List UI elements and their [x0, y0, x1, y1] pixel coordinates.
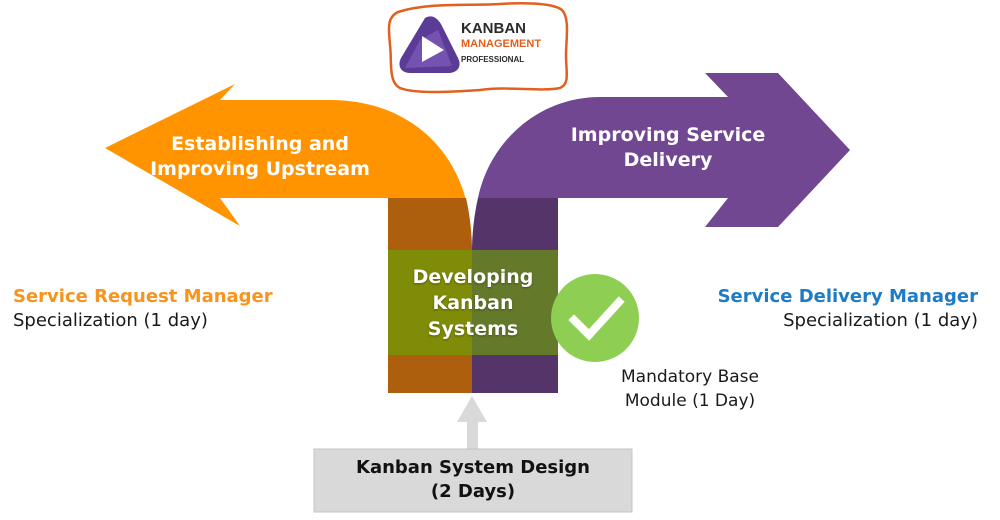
- foundation-line-2: (2 Days): [430, 481, 516, 502]
- center-right-top: [472, 198, 558, 250]
- base-module-line-1: Mandatory Base: [621, 367, 759, 387]
- left-role-subtitle: Specialization (1 day): [13, 310, 208, 331]
- up-arrow-icon: [457, 396, 487, 450]
- right-arrow-line-1: Improving Service: [570, 124, 766, 146]
- center-left-top: [388, 198, 472, 250]
- logo-text-professional: PROFESSIONAL: [461, 55, 525, 64]
- left-arrow-label: Establishing and Improving Upstream: [140, 132, 380, 182]
- left-role: Service Request Manager Specialization (…: [13, 285, 273, 333]
- kmp-logo: [387, 2, 569, 94]
- left-role-title: Service Request Manager: [13, 286, 273, 307]
- right-role-title: Service Delivery Manager: [717, 286, 978, 307]
- left-arrow-line-2: Improving Upstream: [150, 158, 370, 180]
- right-arrow-shape: [472, 73, 850, 393]
- center-right-bottom: [472, 355, 558, 393]
- base-module-line-2: Module (1 Day): [624, 391, 756, 411]
- center-line-1: Developing: [412, 266, 534, 288]
- center-line-3: Systems: [427, 318, 519, 340]
- right-arrow-label: Improving Service Delivery: [558, 123, 778, 173]
- center-left-bottom: [388, 355, 472, 393]
- right-arrow-line-2: Delivery: [623, 149, 713, 171]
- left-arrow-shape: [105, 84, 472, 393]
- foundation-box: [313, 448, 633, 513]
- base-module-label: Mandatory Base Module (1 Day): [600, 365, 780, 413]
- check-badge: [551, 274, 639, 362]
- logo-text-kanban: KANBAN: [461, 20, 526, 37]
- logo-text-management: MANAGEMENT: [461, 38, 542, 50]
- right-role: Service Delivery Manager Specialization …: [718, 285, 978, 333]
- checkmark-icon: [568, 296, 625, 341]
- center-left-green: [388, 250, 472, 355]
- logo-mark-icon: [399, 16, 460, 74]
- center-block-label: Developing Kanban Systems: [388, 264, 558, 342]
- right-role-subtitle: Specialization (1 day): [783, 310, 978, 331]
- center-block: [388, 198, 558, 393]
- center-line-2: Kanban: [432, 292, 514, 314]
- foundation-label: Kanban System Design (2 Days): [314, 456, 632, 504]
- foundation-line-1: Kanban System Design: [356, 457, 590, 478]
- left-arrow-line-1: Establishing and: [171, 133, 349, 155]
- center-right-green: [472, 250, 558, 355]
